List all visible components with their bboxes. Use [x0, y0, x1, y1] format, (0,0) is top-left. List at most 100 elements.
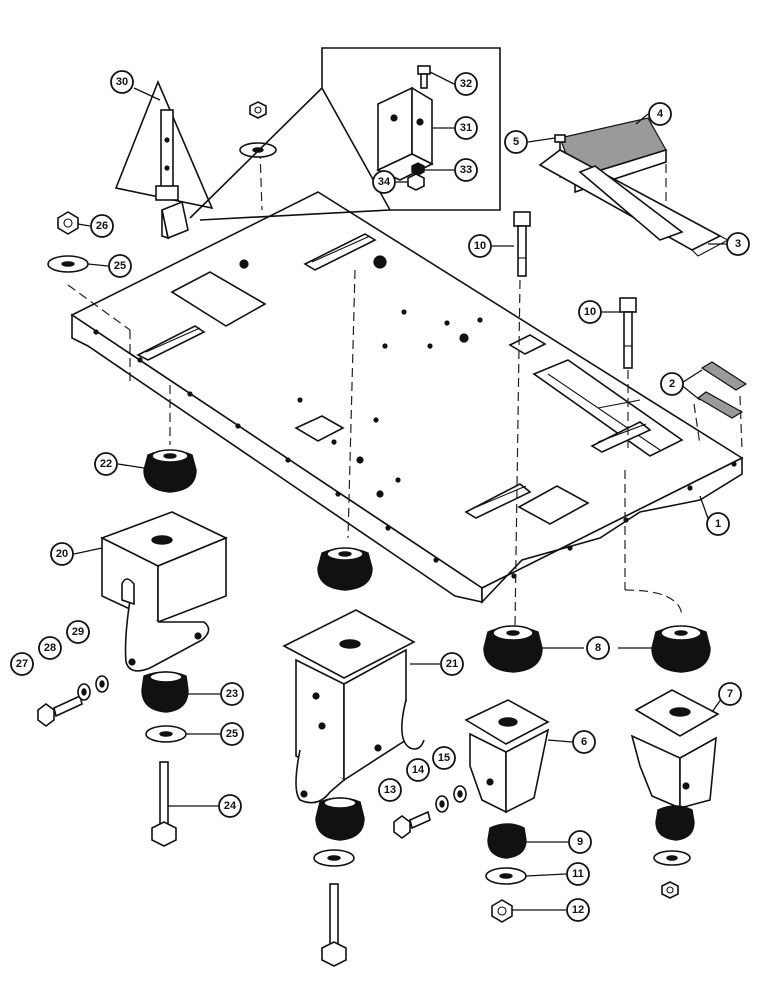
nut-26 [57, 211, 79, 235]
mount-right-lower [655, 805, 695, 841]
callout-8: 8 [586, 636, 610, 660]
washer-14 [435, 795, 449, 813]
callout-label: 25 [226, 728, 238, 740]
washer-29 [95, 675, 109, 693]
callout-27: 27 [10, 652, 34, 676]
callout-label: 33 [460, 164, 472, 176]
washer-11 [485, 867, 527, 885]
mount-center [317, 547, 373, 591]
washer-right-lower [653, 850, 691, 866]
callout-label: 15 [438, 752, 450, 764]
callout-25a: 25 [108, 254, 132, 278]
callout-30: 30 [110, 70, 134, 94]
nut-12 [491, 899, 513, 923]
nut-right-lower [661, 881, 679, 899]
callout-label: 34 [378, 176, 391, 188]
washer-28 [77, 683, 91, 701]
callout-label: 30 [116, 76, 128, 88]
callout-label: 23 [226, 688, 238, 700]
bolt-13 [393, 810, 431, 839]
washer-15 [453, 785, 467, 803]
top-nut-washer [239, 101, 277, 158]
bracket-6 [464, 699, 550, 814]
callout-3: 3 [726, 232, 750, 256]
bracket-21 [282, 609, 425, 804]
callout-label: 1 [715, 518, 721, 530]
callout-label: 7 [727, 688, 733, 700]
callout-label: 25 [114, 260, 126, 272]
leader-lines [73, 71, 726, 911]
small-bracket [161, 200, 189, 240]
callout-label: 5 [513, 136, 519, 148]
callout-label: 27 [16, 658, 28, 670]
strips-2 [696, 361, 748, 419]
mount-9 [487, 823, 527, 859]
callout-13: 13 [378, 778, 402, 802]
callout-26: 26 [90, 214, 114, 238]
callout-4: 4 [648, 102, 672, 126]
callout-7: 7 [718, 682, 742, 706]
callout-28: 28 [38, 636, 62, 660]
callout-label: 22 [100, 458, 112, 470]
callouts: 1 2 3 4 5 6 7 8 9 10 10 11 12 13 14 15 2… [10, 70, 750, 922]
callout-label: 10 [474, 240, 486, 252]
callout-34: 34 [372, 170, 396, 194]
mount-22 [143, 449, 197, 493]
callout-32: 32 [454, 72, 478, 96]
mount-8-b [651, 625, 711, 673]
bolt-27 [37, 694, 83, 727]
callout-33: 33 [454, 158, 478, 182]
callout-15: 15 [432, 746, 456, 770]
callout-label: 13 [384, 784, 396, 796]
bracket-7 [630, 689, 720, 810]
callout-20: 20 [50, 542, 74, 566]
callout-10a: 10 [468, 234, 492, 258]
callout-31: 31 [454, 116, 478, 140]
callout-label: 21 [446, 658, 458, 670]
callout-label: 14 [412, 764, 425, 776]
callout-5: 5 [504, 130, 528, 154]
callout-label: 12 [572, 904, 584, 916]
callout-21: 21 [440, 652, 464, 676]
callout-24: 24 [218, 794, 242, 818]
callout-2: 2 [660, 372, 684, 396]
washer-25-bottom [145, 725, 187, 743]
callout-label: 29 [72, 626, 84, 638]
callout-29: 29 [66, 620, 90, 644]
callout-label: 8 [595, 642, 601, 654]
callout-label: 11 [572, 868, 584, 880]
callout-14: 14 [406, 758, 430, 782]
callout-11: 11 [566, 862, 590, 886]
callout-9: 9 [568, 830, 592, 854]
mount-8-a [483, 625, 543, 673]
callout-25b: 25 [220, 722, 244, 746]
bolt-10-a [513, 211, 531, 277]
callout-label: 26 [96, 220, 108, 232]
callout-label: 6 [581, 736, 587, 748]
bolt-center-lower [321, 883, 347, 967]
bolt-24 [151, 761, 177, 847]
callout-23: 23 [220, 682, 244, 706]
washer-25-top [47, 255, 89, 273]
callout-10b: 10 [578, 300, 602, 324]
callout-label: 31 [460, 122, 472, 134]
callout-label: 28 [44, 642, 56, 654]
callout-6: 6 [572, 730, 596, 754]
callout-label: 4 [657, 108, 664, 120]
callout-label: 20 [56, 548, 68, 560]
mount-23 [141, 671, 189, 713]
assembly-lines [67, 146, 743, 626]
callout-label: 3 [735, 238, 741, 250]
callout-label: 9 [577, 836, 583, 848]
washer-center-lower [313, 849, 355, 867]
callout-22: 22 [94, 452, 118, 476]
callout-label: 2 [669, 378, 675, 390]
plate-3 [538, 149, 730, 257]
mount-center-lower [315, 797, 365, 841]
callout-label: 24 [224, 800, 237, 812]
callout-1: 1 [706, 512, 730, 536]
callout-label: 32 [460, 78, 472, 90]
callout-label: 10 [584, 306, 596, 318]
bracket-20 [99, 511, 228, 672]
